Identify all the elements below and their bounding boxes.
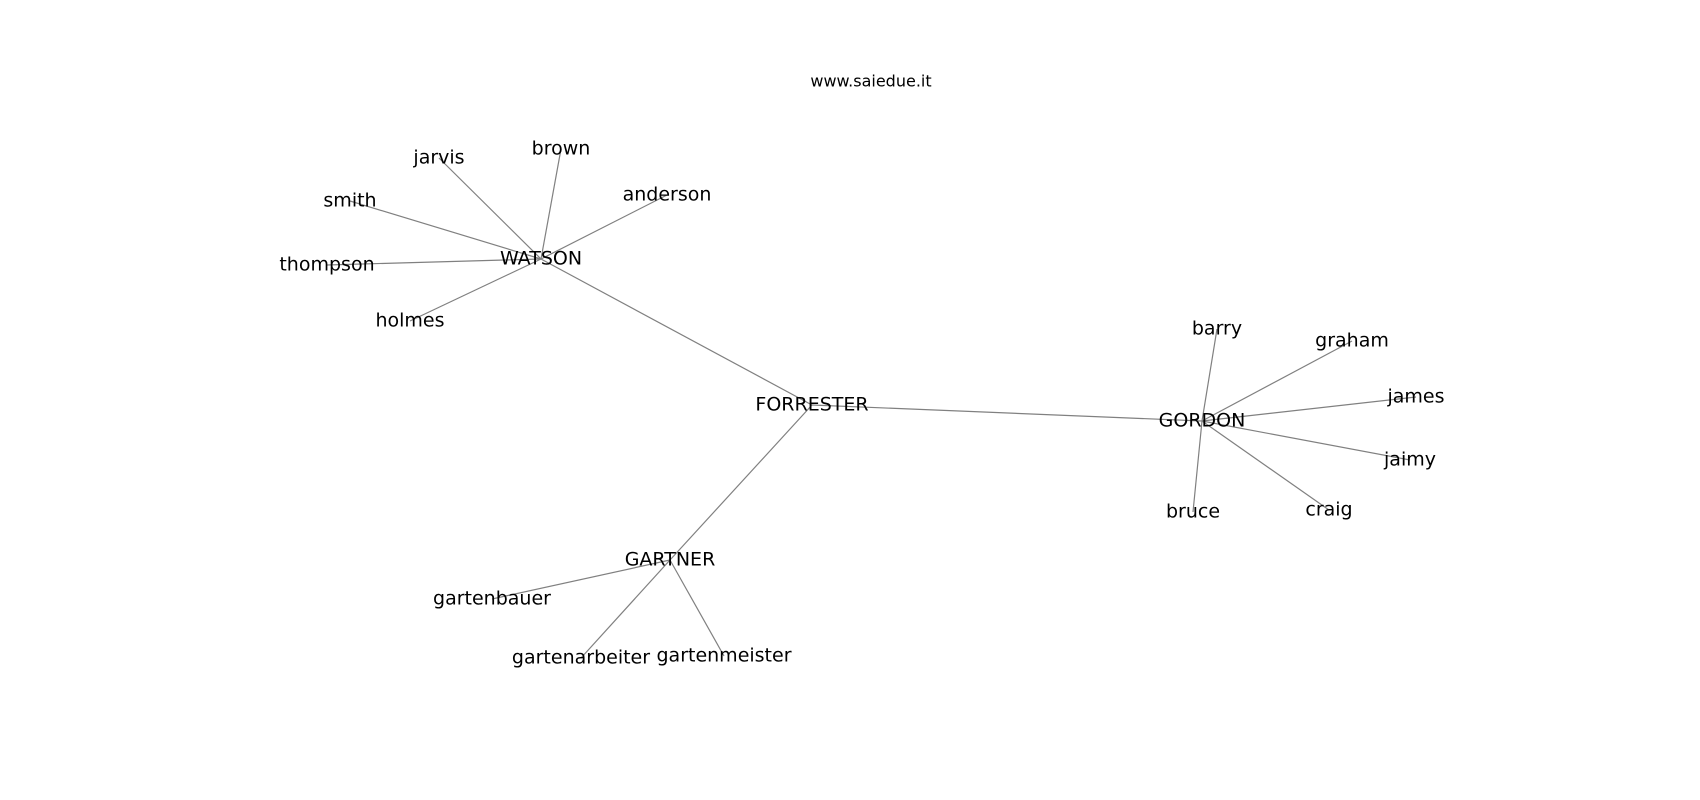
node-holmes: holmes (375, 310, 444, 332)
node-gartenbauer: gartenbauer (433, 588, 551, 610)
edge-forrester-watson (540, 258, 813, 406)
node-watson: WATSON (500, 248, 582, 270)
edge-gordon-craig (1201, 420, 1330, 511)
edge-gordon-graham (1201, 340, 1353, 422)
site-title: www.saiedue.it (810, 72, 931, 91)
node-thompson: thompson (279, 254, 374, 276)
edge-gartner-gartenmeister (669, 559, 725, 657)
node-gartner: GARTNER (625, 549, 716, 571)
edge-gordon-jaimy (1201, 420, 1411, 461)
edge-watson-brown (540, 148, 562, 260)
edge-watson-anderson (540, 194, 668, 260)
edge-watson-smith (349, 200, 542, 260)
node-smith: smith (323, 190, 376, 212)
node-graham: graham (1315, 330, 1389, 352)
edge-gordon-barry (1201, 328, 1218, 422)
edge-watson-jarvis (438, 157, 542, 260)
node-bruce: bruce (1166, 501, 1220, 523)
graph-nodes: FORRESTER WATSON GORDON GARTNER jarvis brown a… (279, 138, 1444, 669)
graph-edges (326, 148, 1417, 659)
node-craig: craig (1305, 499, 1352, 521)
node-gordon: GORDON (1159, 410, 1246, 432)
edge-gartner-gartenbauer (491, 559, 671, 600)
edge-watson-thompson (326, 258, 542, 266)
node-james: james (1386, 386, 1444, 408)
node-forrester: FORRESTER (755, 394, 868, 416)
node-gartenmeister: gartenmeister (656, 645, 791, 667)
edge-forrester-gartner (669, 404, 813, 561)
edge-forrester-gordon (811, 404, 1203, 422)
edge-gartner-gartenarbeiter (580, 559, 671, 659)
edge-gordon-james (1201, 396, 1417, 422)
node-gartenarbeiter: gartenarbeiter (512, 647, 650, 669)
node-jaimy: jaimy (1383, 449, 1436, 471)
node-brown: brown (532, 138, 591, 160)
node-barry: barry (1192, 318, 1242, 340)
edge-gordon-bruce (1192, 420, 1203, 513)
node-jarvis: jarvis (412, 147, 464, 169)
edge-watson-holmes (409, 258, 542, 322)
node-anderson: anderson (623, 184, 712, 206)
